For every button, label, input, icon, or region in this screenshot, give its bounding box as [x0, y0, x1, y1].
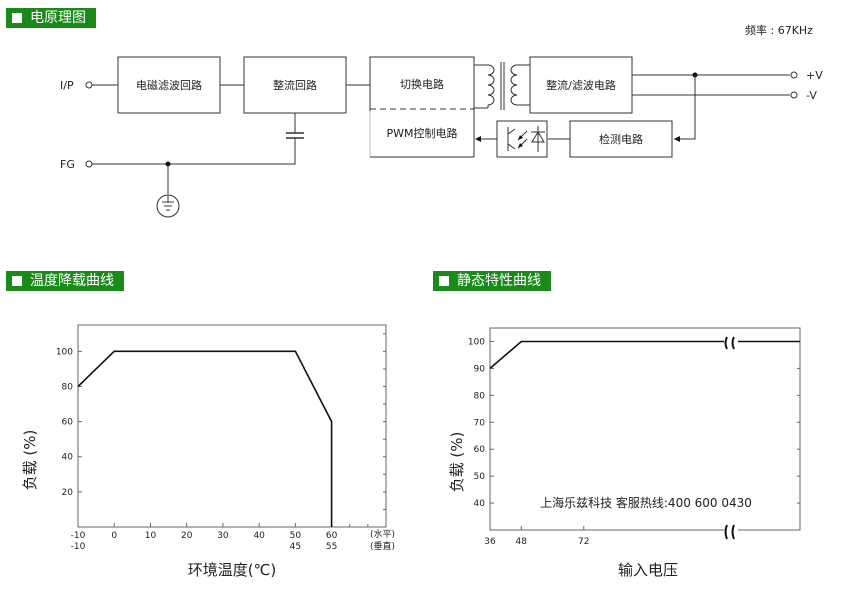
- transformer-icon: [474, 62, 530, 110]
- port-ip-terminal: [85, 81, 93, 89]
- block-pwm-label: PWM控制电路: [386, 126, 457, 140]
- derating-x-axis-label: 环境温度(℃): [188, 561, 277, 579]
- block-diagram: 频率 : 67KHz I/P 电磁滤波回路 整流回路 切换电路 PWM控制电路: [60, 23, 823, 218]
- derating-y-tick-label: 80: [62, 382, 74, 392]
- static-y-tick-label: 50: [474, 472, 486, 482]
- frequency-label: 频率 : 67KHz: [745, 23, 813, 37]
- derating-x-note-bottom: (垂直): [370, 540, 395, 552]
- block-rectify: [243, 56, 347, 114]
- static-x-tick-label: 48: [516, 537, 528, 547]
- derating-y-tick-label: 40: [62, 453, 74, 463]
- derating-x-tick-label: -10: [71, 531, 86, 541]
- derating-x-tick-label: 0: [111, 531, 117, 541]
- derating-x-tick-label: 40: [253, 531, 265, 541]
- port-vminus-label: -V: [806, 89, 817, 102]
- derating-x-tick-label: 20: [181, 531, 193, 541]
- square-bullet-icon: [12, 276, 22, 286]
- block-switch-label: 切换电路: [400, 77, 444, 91]
- block-output-rectifier: [529, 56, 633, 114]
- block-emi-label: 电磁滤波回路: [136, 79, 202, 92]
- static-section-title: 静态特性曲线: [457, 273, 541, 289]
- block-rectify-label: 整流回路: [273, 78, 317, 92]
- square-bullet-icon: [12, 13, 22, 23]
- port-vplus-terminal: [790, 71, 798, 79]
- port-ip-label: I/P: [60, 79, 74, 92]
- static-y-tick-label: 80: [474, 391, 486, 401]
- static-y-tick-label: 70: [474, 418, 486, 428]
- wire-fg: [92, 138, 296, 165]
- block-switch-pwm: [369, 56, 475, 158]
- wire-feedback: [674, 75, 696, 140]
- static-plot-frame: [489, 327, 801, 531]
- derating-y-tick-label: 100: [56, 347, 73, 357]
- optocoupler-icon: [496, 120, 548, 158]
- ground-icon: [156, 194, 180, 218]
- block-emi: [117, 56, 221, 114]
- derating-x-note-top: (水平): [370, 528, 395, 540]
- derating-section-header: 温度降载曲线: [6, 271, 124, 291]
- static-section-header: 静态特性曲线: [433, 271, 551, 291]
- block-output-rectifier-label: 整流/滤波电路: [546, 78, 616, 92]
- static-x-axis-label: 输入电压: [618, 561, 678, 579]
- static-y-tick-label: 90: [474, 364, 486, 374]
- derating-x-tick-label-vertical: 55: [326, 542, 337, 552]
- port-fg-terminal: [85, 160, 93, 168]
- derating-x-tick-label: 50: [290, 531, 302, 541]
- derating-series-line: [77, 350, 333, 527]
- port-vplus-label: +V: [806, 69, 823, 82]
- derating-section-title: 温度降载曲线: [30, 273, 114, 289]
- block-detect: [569, 120, 673, 158]
- axis-break-icon: [724, 336, 738, 540]
- static-y-axis-label: 负载 (%): [448, 432, 466, 493]
- static-x-tick-label: 72: [578, 537, 589, 547]
- derating-x-tick-label: 30: [217, 531, 229, 541]
- derating-x-tick-label-vertical: -10: [71, 542, 86, 552]
- capacitor-icon: [286, 132, 304, 139]
- derating-y-tick-label: 20: [62, 488, 74, 498]
- schematic-section-header: 电原理图: [6, 8, 96, 28]
- derating-x-tick-label: 60: [326, 531, 338, 541]
- static-y-tick-label: 100: [468, 337, 485, 347]
- derating-plot-frame: [77, 324, 387, 528]
- derating-x-tick-label: 10: [145, 531, 157, 541]
- derating-y-axis-label: 负载 (%): [21, 430, 39, 491]
- port-fg-label: FG: [60, 158, 75, 171]
- static-series-line: [489, 340, 800, 370]
- schematic-section-title: 电原理图: [30, 10, 86, 26]
- static-y-tick-label: 60: [474, 445, 486, 455]
- static-y-tick-label: 40: [474, 499, 486, 509]
- derating-y-tick-label: 60: [62, 418, 74, 428]
- arrow-to-detect: [674, 136, 680, 142]
- square-bullet-icon: [439, 276, 449, 286]
- block-detect-label: 检测电路: [599, 132, 643, 146]
- watermark-text: 上海乐兹科技 客服热线:400 600 0430: [540, 495, 752, 510]
- port-vminus-terminal: [790, 91, 798, 99]
- static-x-tick-label: 36: [484, 537, 496, 547]
- arrow-to-pwm: [475, 136, 481, 142]
- derating-x-tick-label-vertical: 45: [290, 542, 301, 552]
- static-chart: 40 50 60 70 80 90 100 36 48 72 上海乐兹科技 客服热线:400 6…: [448, 327, 801, 579]
